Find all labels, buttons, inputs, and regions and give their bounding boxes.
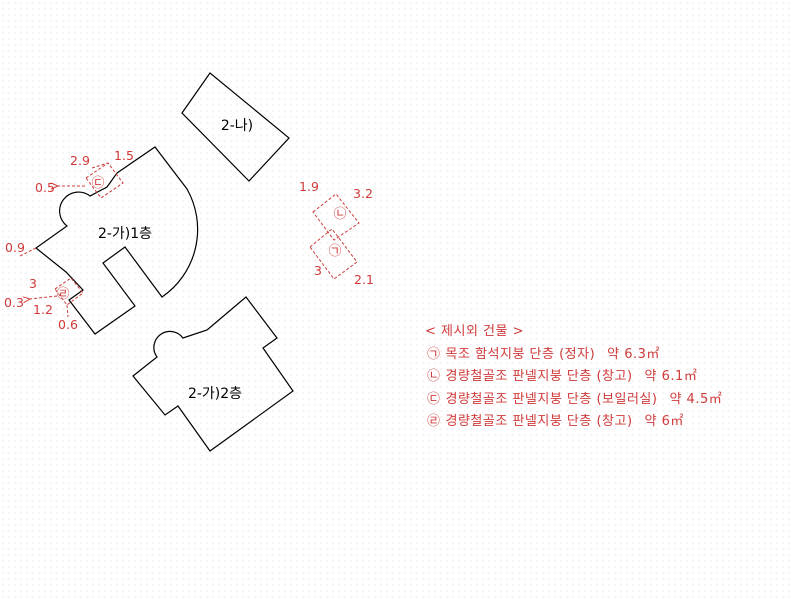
dimension-label: 3 (29, 276, 37, 291)
annex-a-marker: ㉠ (328, 244, 341, 259)
annex-b-outline (312, 193, 360, 241)
annex-b-marker: ㉡ (333, 207, 346, 222)
legend-marker: ㉣ (427, 414, 441, 430)
legend-description: 경량철골조 판넬지붕 단층 (창고) (445, 414, 633, 430)
annex-d-marker: ㉣ (56, 287, 69, 302)
building-2-ga-1f-outline (35, 146, 199, 335)
legend-area: 약 6㎡ (644, 414, 684, 430)
legend-description: 목조 함석지붕 단층 (정자) (445, 346, 596, 362)
dimension-label: 0.5 (35, 180, 55, 195)
annex-c-marker: ㉢ (91, 176, 104, 191)
annex-c-top-leader (91, 162, 109, 169)
dimension-label: 1.2 (33, 302, 53, 317)
legend-marker: ㉢ (427, 391, 441, 407)
building-2-na-label: 2-나) (221, 118, 253, 134)
dimension-label: 1.5 (114, 148, 134, 163)
dimension-label: 0.3 (4, 295, 24, 310)
legend-area: 약 6.3㎡ (607, 346, 660, 362)
annex-c-outline (85, 162, 124, 199)
dimension-label: 2.9 (70, 153, 90, 168)
legend-area: 약 6.1㎡ (644, 369, 698, 385)
legend-area: 약 4.5㎡ (669, 391, 723, 407)
dimension-label: 3 (314, 263, 322, 278)
left-dimension-leader (19, 247, 37, 257)
legend-marker: ㉠ (427, 346, 441, 362)
dimension-label: 2.1 (354, 272, 374, 287)
dimension-label: 1.9 (299, 179, 319, 194)
annex-d-bottom-leader (66, 304, 69, 318)
dimension-label: 0.6 (58, 317, 78, 332)
annex-d-offset-arrow (30, 295, 58, 299)
building-2-ga-2f-label: 2-가)2층 (188, 386, 242, 402)
legend-title: < 제시외 건물 > (425, 324, 524, 339)
building-2-ga-2f-outline (132, 296, 294, 452)
dimension-label: 3.2 (353, 186, 373, 201)
dimension-label: 0.9 (5, 240, 25, 255)
building-2-na-outline (181, 72, 290, 182)
legend-marker: ㉡ (427, 369, 441, 385)
legend-description: 경량철골조 판넬지붕 단층 (창고) (445, 369, 633, 385)
annex-d-outline (54, 277, 84, 306)
legend-description: 경량철골조 판넬지붕 단층 (보일러실) (445, 391, 658, 407)
annex-a-outline (309, 228, 358, 280)
building-2-ga-1f-label: 2-가)1층 (98, 226, 152, 242)
